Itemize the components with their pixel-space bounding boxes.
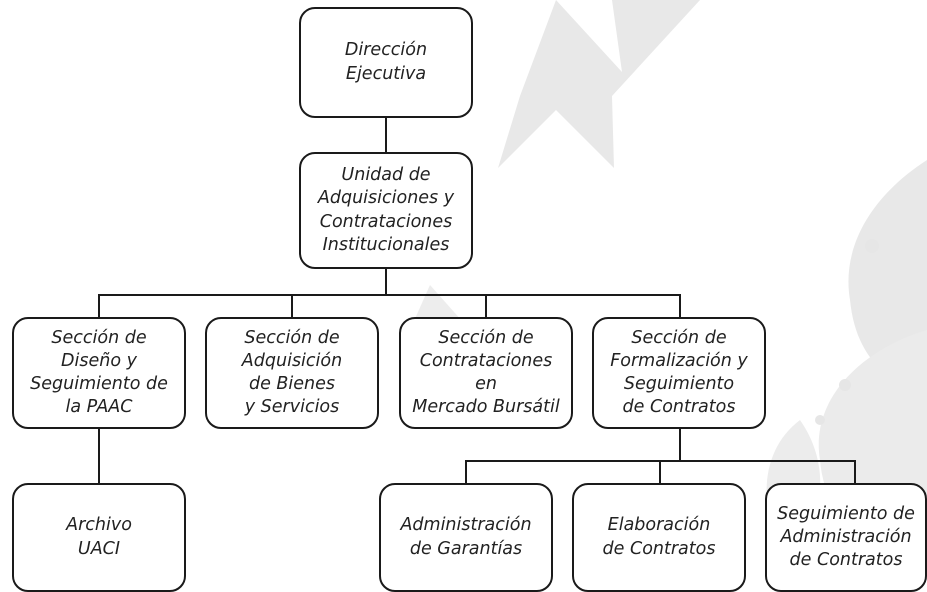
leaf-watermark-shape: [848, 160, 927, 395]
dot-watermark-shape-2: [839, 379, 851, 391]
node-administracion-garantias: Administración de Garantías: [379, 483, 553, 592]
node-unidad-adquisiciones: Unidad de Adquisiciones y Contrataciones…: [299, 152, 473, 269]
connector-to-seccion-diseno: [98, 294, 100, 318]
connector-unidad-down: [385, 268, 387, 294]
node-direccion-ejecutiva: Dirección Ejecutiva: [299, 7, 473, 118]
connector-direccion-unidad: [385, 117, 387, 153]
star-watermark-shape: [498, 0, 700, 168]
node-seccion-mercado-bursatil: Sección de Contrataciones en Mercado Bur…: [399, 317, 573, 429]
connector-diseno-archivo: [98, 428, 100, 484]
node-elaboracion-contratos: Elaboración de Contratos: [572, 483, 746, 592]
connector-sections-horizontal: [98, 294, 681, 296]
connector-to-elaboracion-contratos: [659, 460, 661, 484]
node-seccion-formalizacion: Sección de Formalización y Seguimiento d…: [592, 317, 766, 429]
node-seccion-diseno-seguimiento: Sección de Diseño y Seguimiento de la PA…: [12, 317, 186, 429]
connector-to-seccion-adquisicion: [291, 294, 293, 318]
node-archivo-uaci: Archivo UACI: [12, 483, 186, 592]
connector-to-seccion-formalizacion: [679, 294, 681, 318]
connector-formalizacion-down: [679, 428, 681, 460]
node-seccion-adquisicion-bienes: Sección de Adquisición de Bienes y Servi…: [205, 317, 379, 429]
connector-to-seguimiento-administracion: [854, 460, 856, 484]
node-seguimiento-administracion: Seguimiento de Administración de Contrat…: [765, 483, 927, 592]
dot-watermark-shape-3: [815, 415, 825, 425]
connector-to-seccion-mercado: [485, 294, 487, 318]
connector-to-administracion-garantias: [465, 460, 467, 484]
dot-watermark-shape: [865, 239, 879, 253]
